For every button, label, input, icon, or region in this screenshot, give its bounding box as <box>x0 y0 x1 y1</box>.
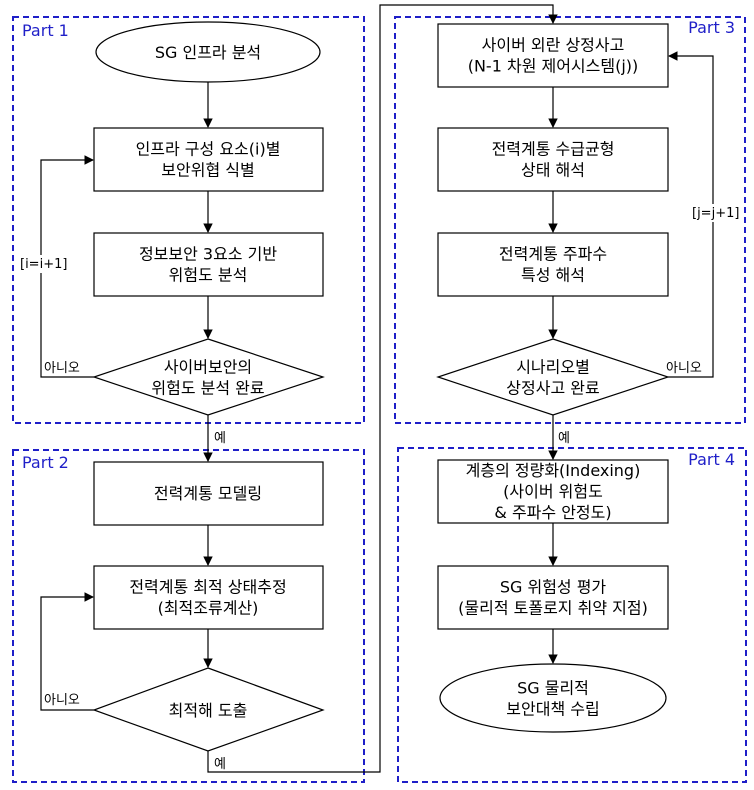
node-text-line: 위험도 분석 완료 <box>151 379 264 398</box>
node-text-line: 사이버 외란 상정사고 <box>482 36 625 55</box>
edge-loop-optimal <box>40 592 94 711</box>
node-text-line: 전력계통 모델링 <box>154 484 262 503</box>
node-text-line: 사이버보안의 <box>164 358 252 377</box>
j-increment-label: [j=j+1] <box>692 206 739 221</box>
yes-label-2: 예 <box>214 757 226 772</box>
risk-analysis-box <box>93 232 324 297</box>
sg-analysis-text: SG 인프라 분석 <box>155 43 261 62</box>
part-4-label: Part 4 <box>688 450 735 469</box>
part-3-container <box>394 16 746 424</box>
node-text-line: 상태 해석 <box>521 161 585 180</box>
risk-complete-diamond <box>92 338 325 416</box>
node-text-line: 전력계통 수급균형 <box>492 140 615 159</box>
node-text-line: 인프라 구성 요소(i)별 <box>136 140 281 159</box>
node-text-line: 정보보안 3요소 기반 <box>139 245 277 264</box>
scenario-complete-diamond <box>436 338 670 416</box>
state-estimation-box <box>93 565 324 630</box>
node-text-line: SG 인프라 분석 <box>155 43 261 62</box>
yes-label-1: 예 <box>214 431 226 446</box>
contingency-box <box>437 23 669 88</box>
node-text-line: (최적조류계산) <box>158 599 259 618</box>
no-label-3: 아니오 <box>666 361 702 376</box>
node-text-line: 보안대책 수립 <box>506 700 599 719</box>
node-text-line: 상정사고 완료 <box>506 379 599 398</box>
node-text-line: 시나리오별 <box>516 358 590 377</box>
no-label-1: 아니오 <box>44 361 80 376</box>
node-text-line: 특성 해석 <box>521 266 585 285</box>
node-text-line: 보안위협 식별 <box>161 161 254 180</box>
part-4-container <box>397 447 747 783</box>
sg-countermeasure-ellipse <box>439 663 667 733</box>
part-containers <box>12 16 747 783</box>
sg-risk-eval-box <box>437 565 669 630</box>
balance-analysis-box <box>437 127 669 192</box>
node-text-line: SG 물리적 <box>517 679 589 698</box>
part-3-label: Part 3 <box>688 18 735 37</box>
node-text-line: (사이버 위험도 <box>503 482 603 501</box>
node-text-line: 위험도 분석 <box>169 266 248 285</box>
frequency-analysis-box <box>437 232 669 297</box>
state-estimation-text: 전력계통 최적 상태추정 (최적조류계산) <box>129 578 286 618</box>
node-text-line: 계층의 정량화(Indexing) <box>466 461 641 480</box>
yes-label-3: 예 <box>558 431 570 446</box>
edge-part2-to-part3 <box>207 4 558 773</box>
part-2-label: Part 2 <box>22 453 69 472</box>
part-1-label: Part 1 <box>22 21 69 40</box>
part-1-container <box>12 16 365 424</box>
optimal-solution-text: 최적해 도출 <box>169 701 248 720</box>
part-2-container <box>12 449 365 783</box>
node-text-line: & 주파수 안정도) <box>494 503 611 522</box>
node-text-line: SG 위험성 평가 <box>500 578 607 597</box>
node-text-line: 전력계통 주파수 <box>499 245 607 264</box>
contingency-text: 사이버 외란 상정사고 (N-1 차원 제어시스템(j)) <box>468 36 639 76</box>
node-text-line: (N-1 차원 제어시스템(j)) <box>468 57 639 76</box>
node-text-line: (물리적 토폴로지 취약 지점) <box>458 599 648 618</box>
power-modeling-text: 전력계통 모델링 <box>154 484 262 503</box>
no-label-2: 아니오 <box>44 693 80 708</box>
sg-risk-eval-text: SG 위험성 평가 (물리적 토폴로지 취약 지점) <box>458 578 648 618</box>
i-increment-label: [i=i+1] <box>20 257 67 272</box>
identify-threats-box <box>93 127 324 192</box>
node-text-line: 최적해 도출 <box>169 701 248 720</box>
node-text-line: 전력계통 최적 상태추정 <box>129 578 286 597</box>
indexing-text: 계층의 정량화(Indexing) (사이버 위험도 & 주파수 안정도) <box>466 461 641 522</box>
